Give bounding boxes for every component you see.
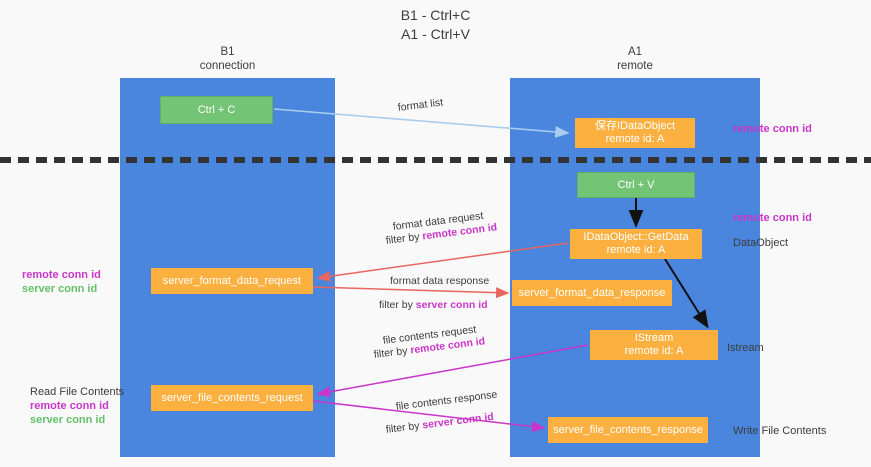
diagram-title: B1 - Ctrl+C A1 - Ctrl+V [400, 7, 471, 42]
remote-conn-id-label: remote conn id [30, 400, 109, 412]
server-conn-id-label: server conn id [30, 414, 106, 426]
read-file-contents-label: Read File Contents [30, 386, 125, 398]
annotation-left-conn-ids: remote conn id server conn id [22, 268, 101, 296]
node-server-format-data-request[interactable]: server_format_data_request [151, 268, 313, 294]
node-ctrl-c[interactable]: Ctrl + C [160, 96, 273, 124]
filter-prefix: filter by [373, 344, 412, 361]
edge-label-format-data-response-filter: filter by server conn id [379, 298, 488, 312]
phase-divider-dashed-line [0, 157, 871, 163]
remote-conn-id-label: remote conn id [22, 269, 101, 281]
edge-label-format-list: format list [397, 96, 444, 114]
server-conn-id-token: server conn id [421, 410, 495, 432]
annotation-istream: Istream [727, 342, 764, 354]
annotation-remote-conn-id-top: remote conn id [733, 123, 812, 135]
node-server-format-data-response[interactable]: server_format_data_response [512, 280, 672, 306]
column-header-a1: A1 remote [617, 46, 653, 72]
node-server-file-contents-response[interactable]: server_file_contents_response [548, 417, 708, 443]
annotation-read-file-contents-group: Read File Contents remote conn id server… [30, 385, 124, 427]
annotation-dataobject: DataObject [733, 237, 789, 249]
server-conn-id-label: server conn id [22, 283, 98, 295]
filter-prefix: filter by [385, 230, 424, 247]
filter-prefix: filter by [385, 419, 424, 436]
server-conn-id-token: server conn id [415, 299, 488, 311]
node-data-object[interactable]: 保存IDataObject remote id: A [575, 118, 695, 148]
edge-label-format-data-response: format data response [390, 275, 490, 287]
edge-label-file-contents-response-filter: filter by server conn id [385, 410, 494, 437]
node-ctrl-v[interactable]: Ctrl + V [577, 172, 695, 198]
filter-prefix: filter by [379, 299, 416, 311]
annotation-write-file-contents: Write File Contents [733, 425, 827, 437]
column-header-b1: B1 connection [199, 46, 256, 72]
node-istream[interactable]: IStream remote id: A [590, 330, 718, 360]
annotation-remote-conn-id-mid: remote conn id [733, 212, 812, 224]
node-idataobject-getdata[interactable]: IDataObject::GetData remote id: A [570, 229, 702, 259]
node-server-file-contents-request[interactable]: server_file_contents_request [151, 385, 313, 411]
